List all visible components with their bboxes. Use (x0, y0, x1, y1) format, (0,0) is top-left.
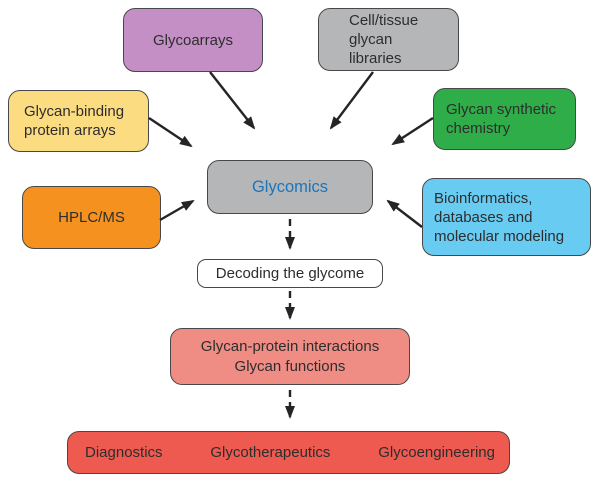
node-label: Glycan-protein interactions (200, 337, 380, 355)
node-label: libraries (349, 50, 402, 67)
node-decoding-the-glycome: Decoding the glycome (197, 259, 383, 288)
node-glycomics: Glycomics (207, 160, 373, 214)
node-label: Bioinformatics, (434, 189, 533, 207)
node-glycan-protein-interactions: Glycan-protein interactions Glycan funct… (170, 328, 410, 385)
node-label: protein arrays (24, 122, 116, 139)
node-label: databases and (434, 208, 533, 226)
node-label: Glycan-binding (24, 103, 125, 120)
node-hplc-ms: HPLC/MS (22, 186, 161, 249)
node-label: Glycomics (251, 177, 329, 196)
node-bioinformatics-databases-modeling: Bioinformatics, databases and molecular … (422, 178, 591, 256)
arrow-glycan-binding-to-glycomics (148, 117, 193, 148)
arrow-cell-tissue-to-glycomics (329, 71, 374, 130)
outcome-label-glycotherapeutics: Glycotherapeutics (210, 444, 331, 461)
node-glycan-binding-protein-arrays: Glycan-binding protein arrays (8, 90, 149, 152)
outcome-label-diagnostics: Diagnostics (85, 444, 163, 461)
node-label: chemistry (446, 120, 511, 137)
outcome-label-glycoengineering: Glycoengineering (378, 444, 495, 461)
arrow-bioinformatics-to-glycomics (386, 199, 423, 228)
arrow-synthetic-chemistry-to-glycomics (391, 116, 434, 146)
node-glycan-synthetic-chemistry: Glycan synthetic chemistry (433, 88, 576, 150)
node-cell-tissue-glycan-libraries: Cell/tissue glycan libraries (318, 8, 459, 71)
node-label: Glycan synthetic (446, 101, 557, 118)
node-label: Decoding the glycome (215, 265, 365, 282)
arrow-hplc-ms-to-glycomics (159, 199, 195, 222)
arrow-glycoarrays-to-glycomics (209, 71, 256, 130)
node-label: HPLC/MS (58, 209, 125, 226)
node-glycoarrays: Glycoarrays (123, 8, 263, 72)
node-label: Cell/tissue (349, 12, 419, 29)
node-label: Glycan functions (234, 357, 346, 375)
node-label: molecular modeling (434, 227, 565, 245)
node-outcomes: Diagnostics Glycotherapeutics Glycoengin… (67, 431, 510, 474)
node-label: Glycoarrays (152, 31, 234, 49)
node-label: glycan (349, 31, 393, 48)
